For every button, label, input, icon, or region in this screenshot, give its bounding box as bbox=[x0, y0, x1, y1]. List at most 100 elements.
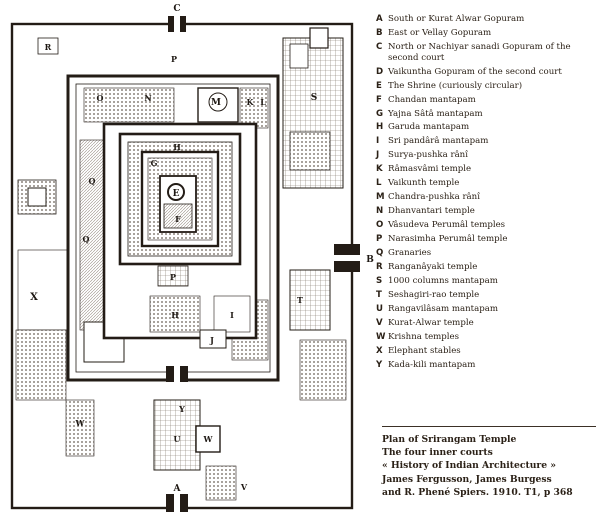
plan-label-t: T bbox=[297, 295, 303, 305]
legend-text: Kada-kili mantapam bbox=[388, 360, 476, 371]
legend-letter: B bbox=[376, 27, 383, 38]
legend-text: Seshagiri-rao temple bbox=[388, 290, 480, 301]
plan-label-w-right: W bbox=[203, 434, 214, 444]
zone-s-inner bbox=[289, 131, 331, 171]
legend-letter: K bbox=[376, 164, 383, 175]
legend-text: Rangavilâsam mantapam bbox=[388, 304, 498, 315]
legend-text: Dhanvantari temple bbox=[388, 206, 475, 217]
legend-text: South or Kurat Alwar Gopuram bbox=[388, 14, 525, 24]
legend-item-b: B East or Vellay Gopuram bbox=[376, 28, 598, 39]
legend-letter: V bbox=[376, 318, 383, 329]
legend-letter: E bbox=[376, 80, 382, 91]
legend-letter: P bbox=[376, 234, 383, 245]
gopuram-d-gap bbox=[174, 366, 180, 382]
zone-h-garuda bbox=[149, 295, 201, 333]
legend-text: Râmasvâmi temple bbox=[388, 164, 472, 175]
zone-ne bbox=[289, 43, 309, 69]
legend-letter: T bbox=[376, 290, 382, 301]
legend-letter: I bbox=[376, 136, 380, 147]
plan-label-s: S bbox=[311, 93, 318, 103]
zone-ne-small bbox=[309, 27, 329, 49]
legend-letter: Q bbox=[376, 248, 384, 259]
legend-letter: H bbox=[376, 122, 384, 133]
temple-plan: C R P O N M K L S H G E F Q Q B P X T H … bbox=[10, 4, 374, 512]
legend-text: Krishna temples bbox=[388, 332, 460, 343]
plan-label-n: N bbox=[144, 93, 151, 103]
caption-title: Plan of Srirangam Temple bbox=[382, 434, 517, 445]
zone-left-dots bbox=[15, 329, 67, 401]
legend-letter: S bbox=[376, 276, 383, 287]
legend-letter: N bbox=[376, 206, 384, 217]
plan-label-w-left: W bbox=[75, 418, 86, 428]
legend-letter: D bbox=[376, 66, 384, 77]
legend-text: Yajna Sâtâ mantapam bbox=[388, 108, 483, 119]
legend-letter: M bbox=[376, 192, 385, 203]
legend-text: East or Vellay Gopuram bbox=[388, 27, 492, 38]
legend-text: 1000 columns mantapam bbox=[388, 276, 498, 287]
zone-w-left bbox=[65, 399, 95, 457]
plan-label-a: A bbox=[173, 484, 182, 494]
legend-letter: L bbox=[376, 178, 382, 189]
zone-w-right bbox=[195, 425, 221, 453]
plan-label-p-inner: P bbox=[170, 272, 176, 282]
zone-x-stables bbox=[17, 249, 69, 331]
legend-text: Granaries bbox=[388, 248, 432, 259]
plan-label-r: R bbox=[45, 42, 52, 52]
shrine-e-circle bbox=[167, 183, 185, 201]
plan-label-x: X bbox=[30, 292, 38, 303]
zone-v bbox=[205, 465, 237, 501]
plan-label-i: I bbox=[230, 310, 234, 320]
legend-item-r: R Ranganâyaki temple bbox=[376, 262, 598, 273]
legend-text: North or Nachiyar sanadi Gopuram of the … bbox=[388, 41, 571, 63]
plan-label-q-upper: Q bbox=[89, 176, 96, 186]
plan-label-u: U bbox=[174, 434, 181, 444]
legend-letter: G bbox=[376, 108, 384, 119]
legend-text: Narasimha Perumâl temple bbox=[388, 234, 508, 245]
zone-right-dots bbox=[299, 339, 347, 401]
legend-letter: W bbox=[376, 332, 386, 343]
legend-item-p: P Narasimha Perumâl temple bbox=[376, 234, 598, 245]
pool-m-circle bbox=[208, 92, 228, 112]
plan-label-q-lower: Q bbox=[83, 234, 90, 244]
gopuram-b-gap bbox=[334, 255, 360, 261]
legend-text: Ranganâyaki temple bbox=[388, 262, 478, 273]
legend-item-l: L Vaikunth temple bbox=[376, 178, 598, 189]
legend-text: Vaikunth temple bbox=[388, 178, 460, 189]
legend-item-n: N Dhanvantari temple bbox=[376, 206, 598, 217]
plan-label-c: C bbox=[173, 4, 180, 14]
figure-caption: Plan of Srirangam Temple The four inner … bbox=[382, 426, 596, 499]
zone-r bbox=[37, 37, 59, 55]
legend-text: Vaikuntha Gopuram of the second court bbox=[388, 66, 562, 77]
plan-label-e: E bbox=[173, 189, 180, 199]
plan-label-o: O bbox=[97, 93, 104, 103]
zone-left-box bbox=[27, 187, 47, 207]
legend-letter: J bbox=[376, 150, 380, 161]
legend-item-e: E The Shrine (curiously circular) bbox=[376, 81, 598, 92]
plan-label-y: Y bbox=[178, 404, 185, 414]
plan-label-v: V bbox=[240, 482, 248, 492]
plan-label-b: B bbox=[366, 255, 374, 265]
plan-label-j: J bbox=[209, 335, 214, 345]
zone-p bbox=[157, 265, 189, 287]
legend-text: The Shrine (curiously circular) bbox=[388, 80, 523, 91]
legend-letter: O bbox=[376, 220, 384, 231]
legend-letter: X bbox=[376, 346, 383, 357]
legend-item-g: G Yajna Sâtâ mantapam bbox=[376, 109, 598, 120]
caption-authors: James Fergusson, James Burgess bbox=[382, 473, 552, 485]
legend-letter: Y bbox=[376, 360, 383, 371]
plan-label-m: M bbox=[211, 98, 221, 108]
legend-letter: R bbox=[376, 262, 383, 273]
gopuram-c-gap bbox=[174, 16, 180, 32]
legend-item-y: Y Kada-kili mantapam bbox=[376, 360, 598, 371]
caption-subtitle: The four inner courts bbox=[382, 447, 493, 459]
